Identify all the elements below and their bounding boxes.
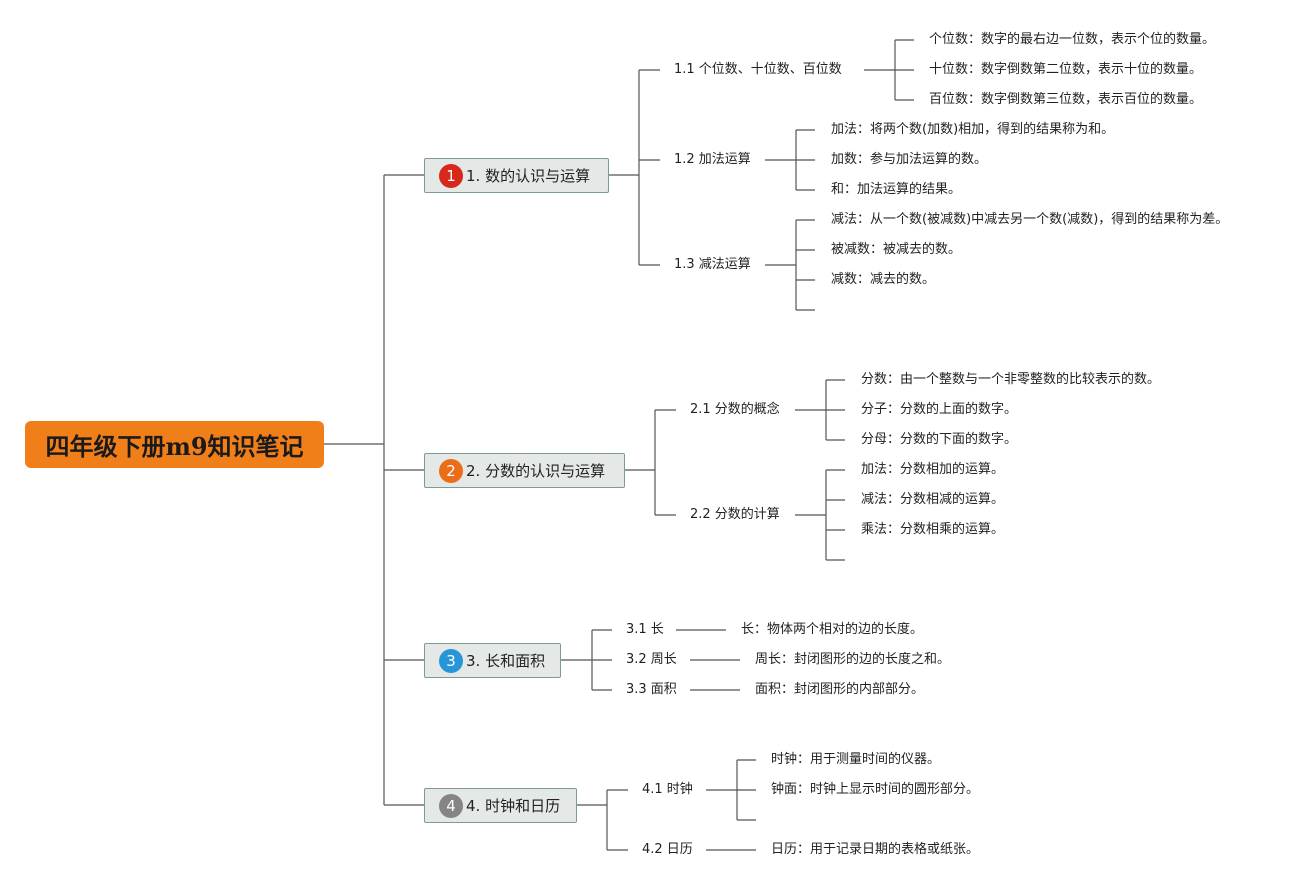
branch-topic-1[interactable]: 1 1. 数的认识与运算 (424, 158, 609, 193)
leaf-4-1-1[interactable]: 时钟：用于测量时间的仪器。 (771, 752, 941, 767)
subtopic-3-1[interactable]: 3.1 长 (626, 622, 664, 637)
leaf-1-3-1[interactable]: 减法：从一个数(被减数)中减去另一个数(减数)，得到的结果称为差。 (831, 212, 1229, 227)
branch-topic-3[interactable]: 3 3. 长和面积 (424, 643, 561, 678)
subtopic-1-2[interactable]: 1.2 加法运算 (674, 152, 751, 167)
leaf-4-2-1[interactable]: 日历：用于记录日期的表格或纸张。 (771, 842, 980, 857)
leaf-2-2-2[interactable]: 减法：分数相减的运算。 (861, 492, 1005, 507)
subtopic-1-1[interactable]: 1.1 个位数、十位数、百位数 (674, 62, 842, 77)
root-topic[interactable]: 四年级下册m9知识笔记 (25, 421, 324, 468)
leaf-1-1-1[interactable]: 个位数：数字的最右边一位数，表示个位的数量。 (929, 32, 1216, 47)
leaf-1-3-3[interactable]: 减数：减去的数。 (831, 272, 936, 287)
branch-topic-4[interactable]: 4 4. 时钟和日历 (424, 788, 577, 823)
leaf-2-2-3[interactable]: 乘法：分数相乘的运算。 (861, 522, 1005, 537)
leaf-3-2-1[interactable]: 周长：封闭图形的边的长度之和。 (755, 652, 951, 667)
subtopic-4-1[interactable]: 4.1 时钟 (642, 782, 693, 797)
branch-topic-2[interactable]: 2 2. 分数的认识与运算 (424, 453, 625, 488)
number-1-icon: 1 (439, 163, 463, 188)
leaf-3-1-1[interactable]: 长：物体两个相对的边的长度。 (741, 622, 924, 637)
leaf-2-2-1[interactable]: 加法：分数相加的运算。 (861, 462, 1005, 477)
leaf-3-3-1[interactable]: 面积：封闭图形的内部部分。 (755, 682, 925, 697)
number-4-icon: 4 (439, 793, 463, 818)
subtopic-3-2[interactable]: 3.2 周长 (626, 652, 677, 667)
leaf-2-1-3[interactable]: 分母：分数的下面的数字。 (861, 432, 1018, 447)
leaf-1-3-2[interactable]: 被减数：被减去的数。 (831, 242, 962, 257)
subtopic-1-3[interactable]: 1.3 减法运算 (674, 257, 751, 272)
branch-label: 3. 长和面积 (466, 652, 546, 670)
leaf-1-2-3[interactable]: 和：加法运算的结果。 (831, 182, 962, 197)
leaf-1-2-2[interactable]: 加数：参与加法运算的数。 (831, 152, 988, 167)
leaf-4-1-2[interactable]: 钟面：时钟上显示时间的圆形部分。 (771, 782, 980, 797)
leaf-2-1-1[interactable]: 分数：由一个整数与一个非零整数的比较表示的数。 (861, 372, 1161, 387)
subtopic-2-1[interactable]: 2.1 分数的概念 (690, 402, 780, 417)
branch-label: 4. 时钟和日历 (466, 797, 561, 815)
leaf-1-1-3[interactable]: 百位数：数字倒数第三位数，表示百位的数量。 (929, 92, 1203, 107)
number-2-icon: 2 (439, 458, 463, 483)
subtopic-2-2[interactable]: 2.2 分数的计算 (690, 507, 780, 522)
branch-label: 2. 分数的认识与运算 (466, 462, 606, 480)
subtopic-4-2[interactable]: 4.2 日历 (642, 842, 693, 857)
leaf-1-2-1[interactable]: 加法：将两个数(加数)相加，得到的结果称为和。 (831, 122, 1115, 137)
leaf-1-1-2[interactable]: 十位数：数字倒数第二位数，表示十位的数量。 (929, 62, 1203, 77)
number-3-icon: 3 (439, 648, 463, 673)
subtopic-3-3[interactable]: 3.3 面积 (626, 682, 677, 697)
branch-label: 1. 数的认识与运算 (466, 167, 591, 185)
leaf-2-1-2[interactable]: 分子：分数的上面的数字。 (861, 402, 1018, 417)
